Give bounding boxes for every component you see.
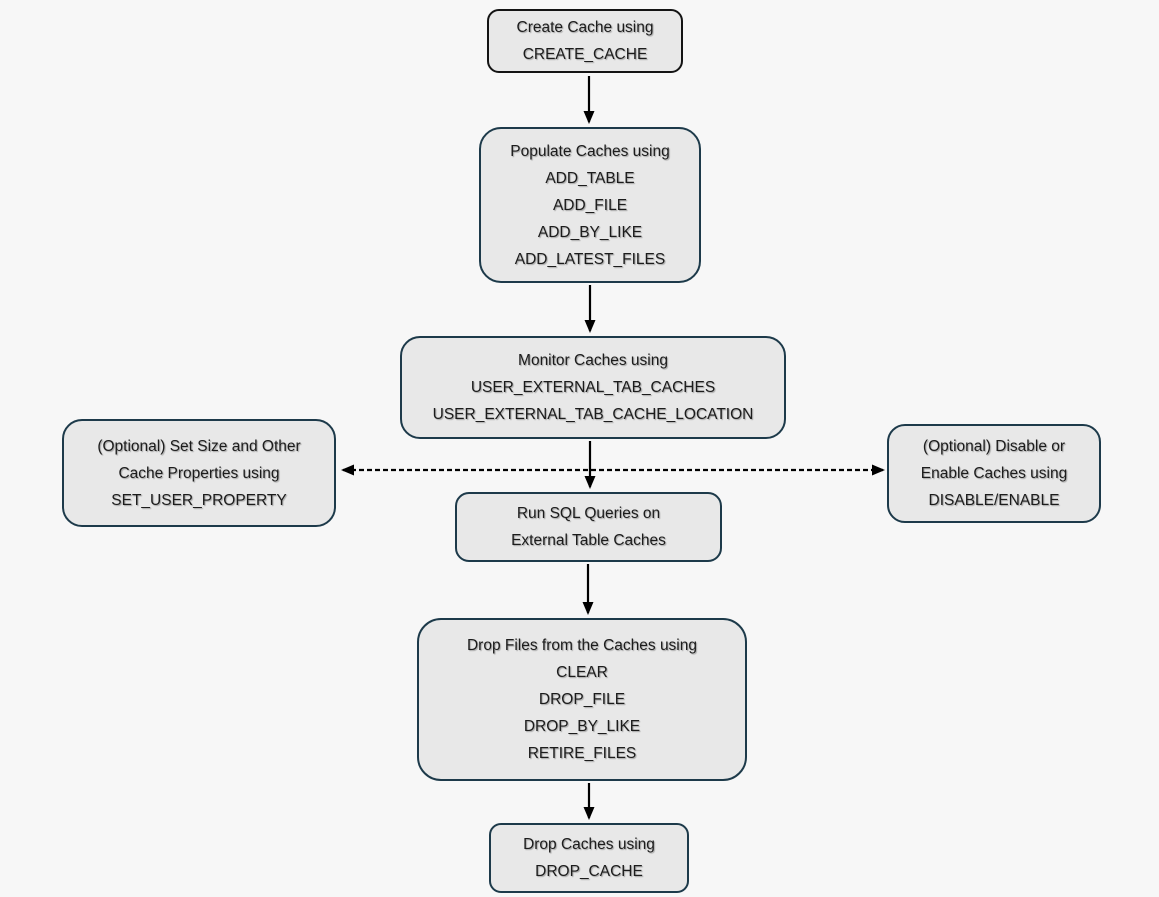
- node-run-sql-title: External Table Caches: [511, 532, 666, 549]
- node-drop-files: Drop Files from the Caches using CLEAR D…: [417, 618, 747, 781]
- node-disable-enable-title: (Optional) Disable or: [922, 438, 1066, 455]
- node-drop-files-proc: DROP_FILE: [538, 691, 626, 708]
- node-populate-caches: Populate Caches using ADD_TABLE ADD_FILE…: [479, 127, 701, 283]
- node-monitor-title: Monitor Caches using: [518, 352, 668, 369]
- node-drop-cache: Drop Caches using DROP_CACHE: [489, 823, 689, 893]
- node-create-cache-proc: CREATE_CACHE: [522, 46, 648, 63]
- node-populate-proc: ADD_BY_LIKE: [537, 223, 643, 241]
- node-drop-cache-title: Drop Caches using: [523, 836, 655, 853]
- node-create-cache: Create Cache using CREATE_CACHE: [487, 9, 683, 73]
- node-monitor-view: USER_EXTERNAL_TAB_CACHE_LOCATION: [432, 406, 754, 423]
- node-create-cache-title: Create Cache using: [516, 19, 654, 36]
- node-drop-files-proc: RETIRE_FILES: [527, 745, 637, 762]
- node-monitor-caches: Monitor Caches using USER_EXTERNAL_TAB_C…: [400, 336, 786, 439]
- node-drop-files-title: Drop Files from the Caches using: [466, 637, 697, 654]
- node-run-sql-title: Run SQL Queries on: [516, 505, 661, 522]
- node-drop-files-proc: CLEAR: [556, 664, 608, 681]
- node-populate-proc: ADD_LATEST_FILES: [514, 250, 666, 268]
- node-monitor-view: USER_EXTERNAL_TAB_CACHES: [470, 379, 716, 396]
- node-populate-title: Populate Caches using: [510, 142, 670, 160]
- node-set-properties-title: (Optional) Set Size and Other: [97, 437, 301, 455]
- node-disable-enable-proc: DISABLE/ENABLE: [928, 492, 1060, 509]
- node-run-sql: Run SQL Queries on External Table Caches: [455, 492, 722, 562]
- node-drop-cache-proc: DROP_CACHE: [535, 863, 643, 880]
- node-set-properties: (Optional) Set Size and Other Cache Prop…: [62, 419, 336, 527]
- node-disable-enable-title: Enable Caches using: [920, 465, 1068, 482]
- node-populate-proc: ADD_TABLE: [545, 169, 635, 187]
- node-set-properties-proc: SET_USER_PROPERTY: [111, 491, 287, 509]
- node-set-properties-title: Cache Properties using: [118, 464, 280, 482]
- node-disable-enable: (Optional) Disable or Enable Caches usin…: [887, 424, 1101, 523]
- node-populate-proc: ADD_FILE: [552, 196, 628, 214]
- node-drop-files-proc: DROP_BY_LIKE: [523, 718, 641, 735]
